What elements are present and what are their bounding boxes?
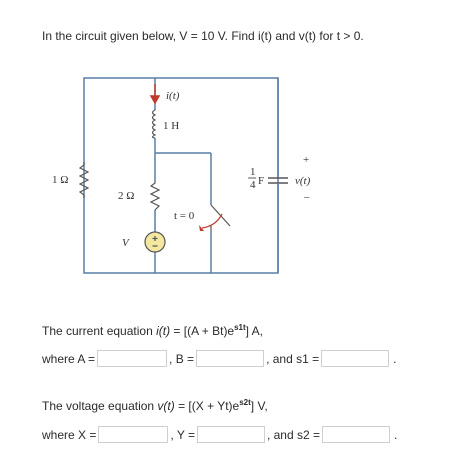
voltage-answer-row: where X = , Y = , and s2 = .	[42, 426, 398, 443]
question-text: In the circuit given below, V = 10 V. Fi…	[42, 29, 364, 43]
current-equation: The current equation i(t) = [(A + Bt)es1…	[42, 323, 264, 338]
s2-input[interactable]	[322, 426, 391, 443]
capacitor-denominator: 4	[250, 179, 256, 191]
switch	[210, 204, 231, 232]
left-resistor-label: 1 Ω	[52, 174, 68, 186]
x-input[interactable]	[98, 426, 169, 443]
circuit-diagram: i(t) 1 H 1 Ω 2 Ω V t = 0 1 4 F + v(t) –	[52, 77, 311, 274]
current-answer-row: where A = , B = , and s1 = .	[42, 350, 397, 367]
y-input[interactable]	[196, 426, 265, 443]
mid-resistor-label: 2 Ω	[118, 190, 134, 202]
inductor-coil	[151, 109, 157, 139]
switch-label: t = 0	[174, 210, 195, 222]
a-input[interactable]	[97, 350, 168, 367]
mid-resistor-zigzag	[149, 180, 161, 211]
b-input[interactable]	[196, 350, 265, 367]
current-arrow	[149, 84, 161, 105]
minus-sign: –	[303, 191, 310, 203]
switch-arrow	[201, 213, 223, 229]
voltage-label: v(t)	[295, 175, 311, 187]
source-label: V	[122, 237, 130, 249]
capacitor-unit: F	[258, 175, 264, 187]
current-label: i(t)	[166, 90, 180, 102]
voltage-source	[144, 231, 166, 253]
s1-input[interactable]	[321, 350, 390, 367]
inductor-label: 1 H	[163, 120, 179, 132]
plus-sign: +	[303, 154, 309, 166]
voltage-equation: The voltage equation v(t) = [(X + Yt)es2…	[42, 398, 268, 413]
left-resistor-zigzag	[78, 162, 90, 198]
capacitor-numerator: 1	[250, 166, 256, 178]
